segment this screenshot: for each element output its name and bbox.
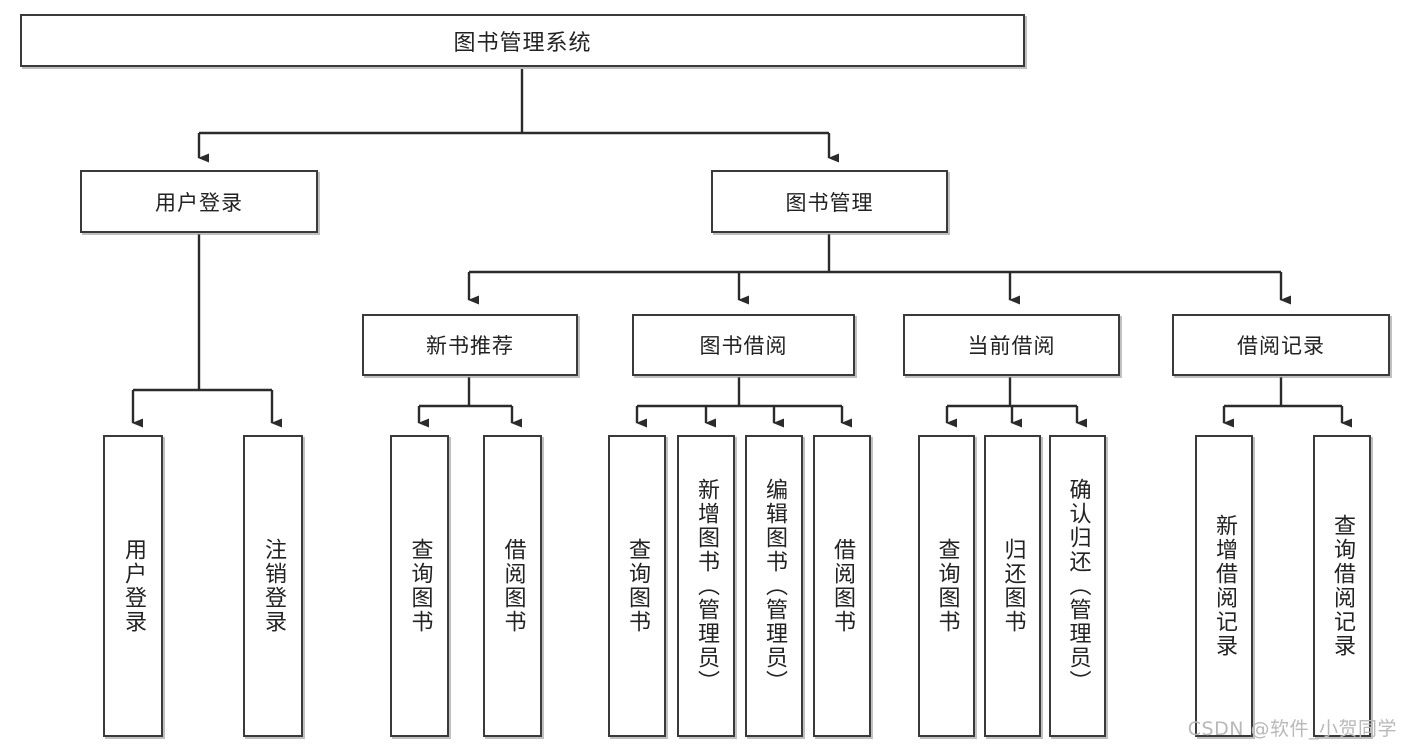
node-label: 图书管理系统 <box>453 30 592 56</box>
node-label: 查询图书 <box>407 538 433 634</box>
node-label: 用户登录 <box>120 538 146 634</box>
node-user-login[interactable]: 用户登录 <box>80 170 318 233</box>
node-label: 查询图书 <box>624 538 650 634</box>
node-label: 图书借阅 <box>699 334 788 358</box>
leaf-recommend-query-book[interactable]: 查询图书 <box>390 435 449 737</box>
leaf-user-login-signout[interactable]: 注销登录 <box>243 435 303 737</box>
node-book-borrow[interactable]: 图书借阅 <box>632 314 855 376</box>
node-label: 借阅图书 <box>500 538 526 634</box>
node-root-system[interactable]: 图书管理系统 <box>20 14 1025 67</box>
csdn-watermark: CSDN @软件_小贺同学 <box>1187 718 1397 740</box>
node-label: 查询借阅记录 <box>1329 514 1355 658</box>
node-label: 查询图书 <box>934 538 960 634</box>
leaf-borrow-borrow-book[interactable]: 借阅图书 <box>813 435 871 737</box>
node-label: 当前借阅 <box>967 334 1056 358</box>
node-label: 归还图书 <box>1000 538 1026 634</box>
node-label: 确认归还（管理员） <box>1065 478 1091 694</box>
leaf-borrow-add-book-admin[interactable]: 新增图书（管理员） <box>677 435 735 737</box>
node-label: 新增借阅记录 <box>1211 514 1237 658</box>
node-label: 编辑图书（管理员） <box>761 478 787 694</box>
leaf-user-login-signin[interactable]: 用户登录 <box>103 435 163 737</box>
node-label: 新书推荐 <box>426 334 514 358</box>
leaf-current-query-book[interactable]: 查询图书 <box>918 435 975 737</box>
node-label: 借阅图书 <box>829 538 855 634</box>
node-label: 用户登录 <box>155 190 243 215</box>
leaf-record-add-record[interactable]: 新增借阅记录 <box>1195 435 1253 737</box>
node-label: 借阅记录 <box>1237 334 1325 358</box>
leaf-recommend-borrow-book[interactable]: 借阅图书 <box>483 435 542 737</box>
node-label: 新增图书（管理员） <box>693 478 719 694</box>
node-current-borrow[interactable]: 当前借阅 <box>903 314 1120 376</box>
node-book-management[interactable]: 图书管理 <box>711 170 948 233</box>
leaf-borrow-edit-book-admin[interactable]: 编辑图书（管理员） <box>745 435 803 737</box>
leaf-record-query-record[interactable]: 查询借阅记录 <box>1313 435 1371 737</box>
leaf-current-confirm-return-admin[interactable]: 确认归还（管理员） <box>1049 435 1106 737</box>
node-label: 图书管理 <box>785 190 874 215</box>
leaf-current-return-book[interactable]: 归还图书 <box>984 435 1041 737</box>
node-label: 注销登录 <box>260 538 286 634</box>
node-borrow-record[interactable]: 借阅记录 <box>1172 314 1390 376</box>
leaf-borrow-query-book[interactable]: 查询图书 <box>608 435 666 737</box>
node-new-book-recommend[interactable]: 新书推荐 <box>362 314 578 376</box>
